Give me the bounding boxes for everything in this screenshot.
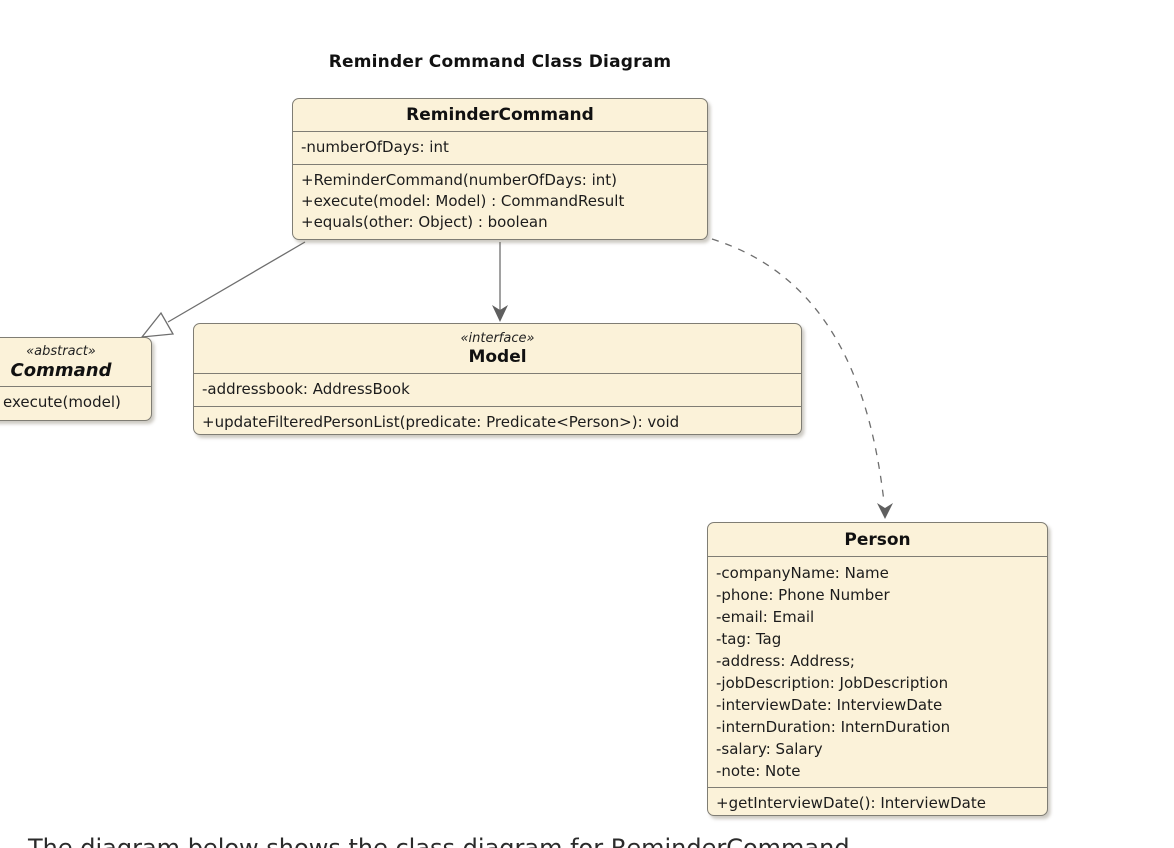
- member-line: +equals(other: Object) : boolean: [301, 213, 548, 231]
- class-header-command: «abstract» Command: [0, 338, 151, 386]
- member-line: -internDuration: InternDuration: [716, 718, 951, 736]
- class-box-command: «abstract» Command execute(model): [0, 337, 152, 421]
- caption-text: The diagram below shows the class diagra…: [28, 834, 850, 848]
- member-line: +ReminderCommand(numberOfDays: int): [301, 171, 617, 189]
- class-box-remindercommand: ReminderCommand -numberOfDays: int +Remi…: [292, 98, 708, 240]
- class-header-remindercommand: ReminderCommand: [293, 99, 707, 131]
- remindercommand-attributes: -numberOfDays: int: [293, 131, 707, 164]
- member-line: -tag: Tag: [716, 630, 782, 648]
- class-header-person: Person: [708, 523, 1047, 556]
- member-line: +getInterviewDate(): InterviewDate: [716, 794, 986, 812]
- member-line: -note: Note: [716, 762, 801, 780]
- class-name-model: Model: [468, 346, 527, 367]
- class-name-person: Person: [844, 529, 911, 550]
- member-line: -companyName: Name: [716, 564, 889, 582]
- command-methods: execute(model): [0, 386, 151, 420]
- class-name-remindercommand: ReminderCommand: [406, 105, 594, 125]
- member-line: -jobDescription: JobDescription: [716, 674, 949, 692]
- stereotype-interface: «interface»: [460, 330, 535, 346]
- member-line: -interviewDate: InterviewDate: [716, 696, 943, 714]
- stereotype-abstract: «abstract»: [26, 343, 96, 359]
- member-line: -salary: Salary: [716, 740, 823, 758]
- class-box-person: Person -companyName: Name -phone: Phone N…: [707, 522, 1048, 816]
- member-line: -numberOfDays: int: [301, 138, 449, 156]
- class-header-model: «interface» Model: [194, 324, 801, 373]
- member-line: -email: Email: [716, 608, 815, 626]
- remindercommand-methods: +ReminderCommand(numberOfDays: int) +exec…: [293, 164, 707, 239]
- class-box-model: «interface» Model -addressbook: AddressB…: [193, 323, 802, 435]
- class-name-command: Command: [10, 359, 112, 381]
- member-line: execute(model): [3, 393, 121, 411]
- model-methods: +updateFilteredPersonList(predicate: Pre…: [194, 406, 801, 435]
- dependency-arrow-remindercommand-to-model: [492, 242, 508, 322]
- diagram-title: Reminder Command Class Diagram: [328, 52, 672, 72]
- model-attributes: -addressbook: AddressBook: [194, 373, 801, 406]
- member-line: -addressbook: AddressBook: [202, 380, 410, 398]
- member-line: +updateFilteredPersonList(predicate: Pre…: [202, 413, 680, 431]
- member-line: -phone: Phone Number: [716, 586, 890, 604]
- member-line: +execute(model: Model) : CommandResult: [301, 192, 625, 210]
- member-line: -address: Address;: [716, 652, 855, 670]
- person-methods: +getInterviewDate(): InterviewDate: [708, 787, 1047, 816]
- person-attributes: -companyName: Name -phone: Phone Number -e…: [708, 556, 1047, 787]
